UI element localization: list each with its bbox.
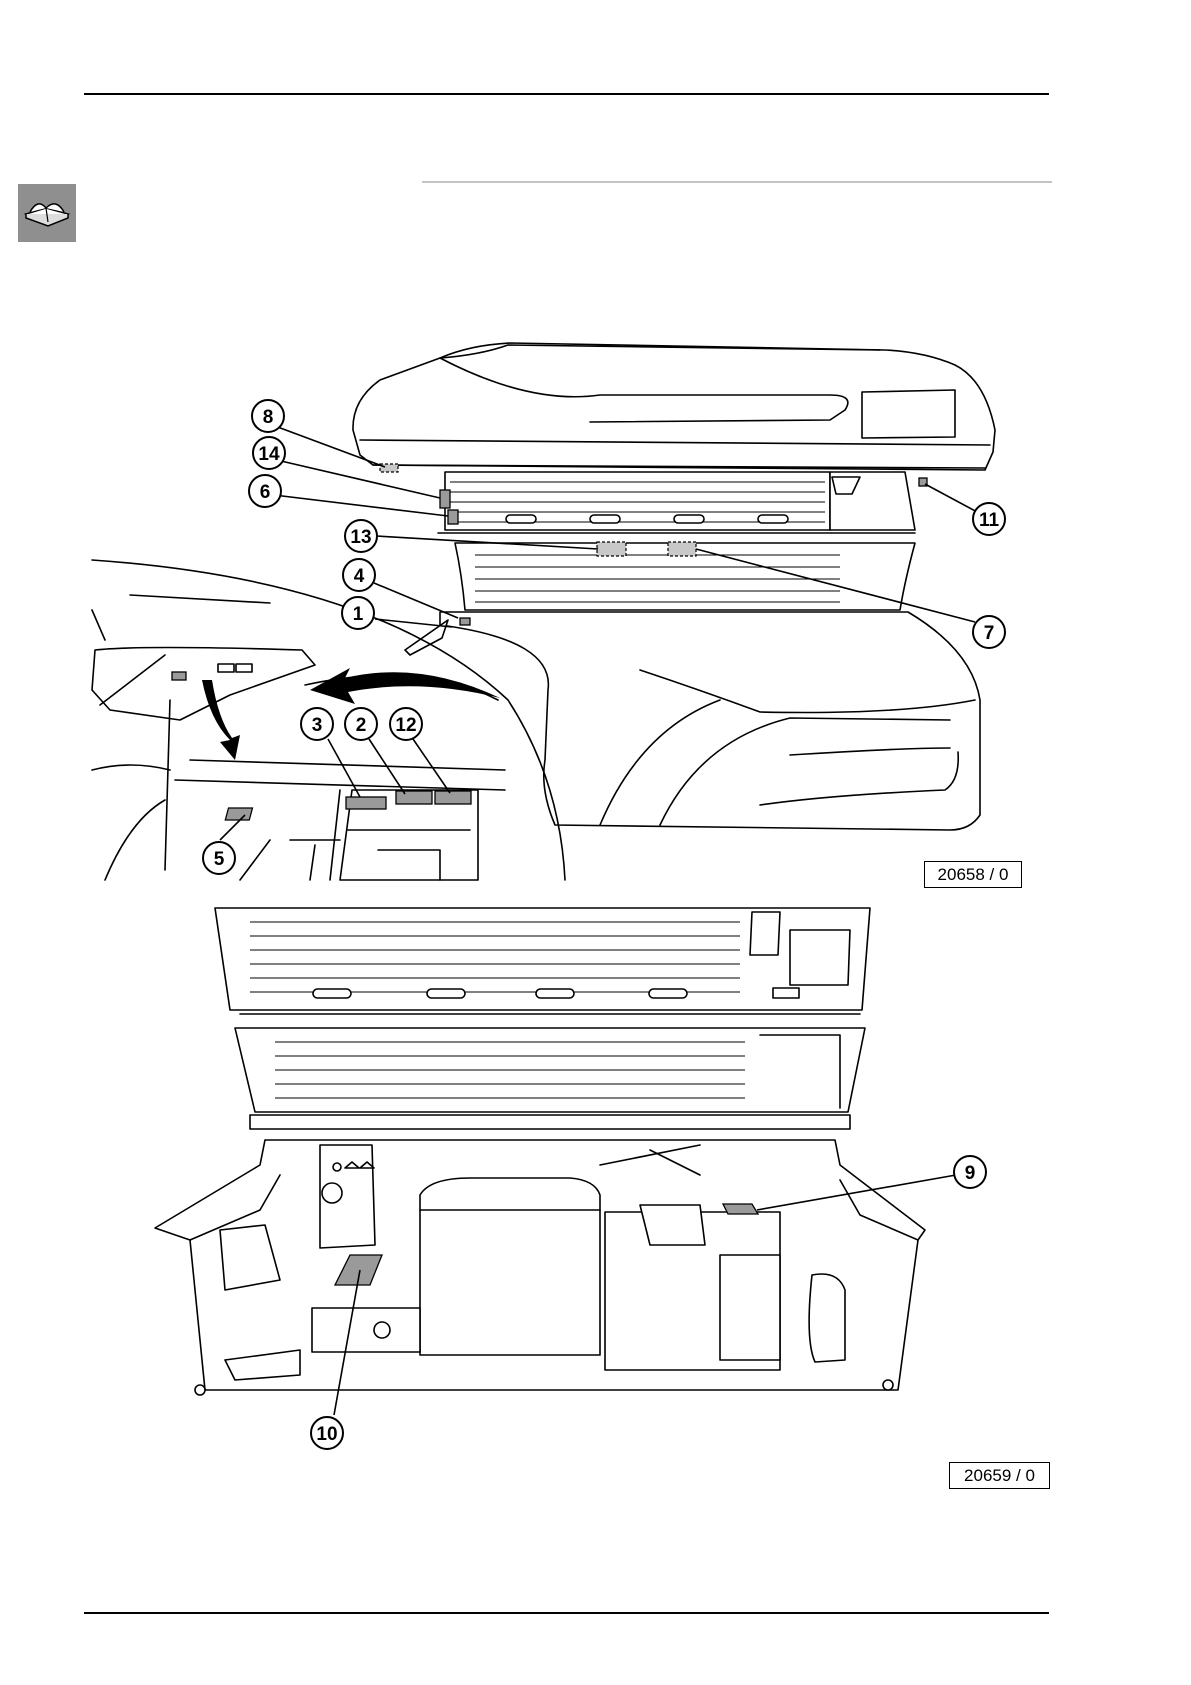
svg-text:13: 13 bbox=[350, 527, 371, 548]
svg-text:8: 8 bbox=[263, 407, 274, 428]
svg-text:9: 9 bbox=[965, 1163, 976, 1184]
callout-4: 4 bbox=[343, 559, 375, 591]
callout-3: 3 bbox=[301, 708, 333, 740]
callout-9: 9 bbox=[954, 1156, 986, 1188]
svg-text:12: 12 bbox=[395, 715, 416, 736]
callout-1: 1 bbox=[342, 597, 374, 629]
callout-7: 7 bbox=[973, 616, 1005, 648]
callout-6: 6 bbox=[249, 475, 281, 507]
svg-text:10: 10 bbox=[316, 1424, 337, 1445]
callout-2: 2 bbox=[345, 708, 377, 740]
svg-text:5: 5 bbox=[214, 849, 225, 870]
svg-text:3: 3 bbox=[312, 715, 323, 736]
callout-8: 8 bbox=[252, 400, 284, 432]
callout-11: 11 bbox=[973, 503, 1005, 535]
callout-14: 14 bbox=[253, 437, 285, 469]
svg-text:11: 11 bbox=[979, 510, 1000, 531]
callout-13: 13 bbox=[345, 520, 377, 552]
svg-text:14: 14 bbox=[258, 444, 280, 465]
callout-10: 10 bbox=[311, 1417, 343, 1449]
svg-text:4: 4 bbox=[354, 566, 365, 587]
svg-text:2: 2 bbox=[356, 715, 367, 736]
svg-text:7: 7 bbox=[984, 623, 995, 644]
callout-5: 5 bbox=[203, 842, 235, 874]
svg-text:1: 1 bbox=[353, 604, 364, 625]
svg-text:6: 6 bbox=[260, 482, 271, 503]
callout-12: 12 bbox=[390, 708, 422, 740]
